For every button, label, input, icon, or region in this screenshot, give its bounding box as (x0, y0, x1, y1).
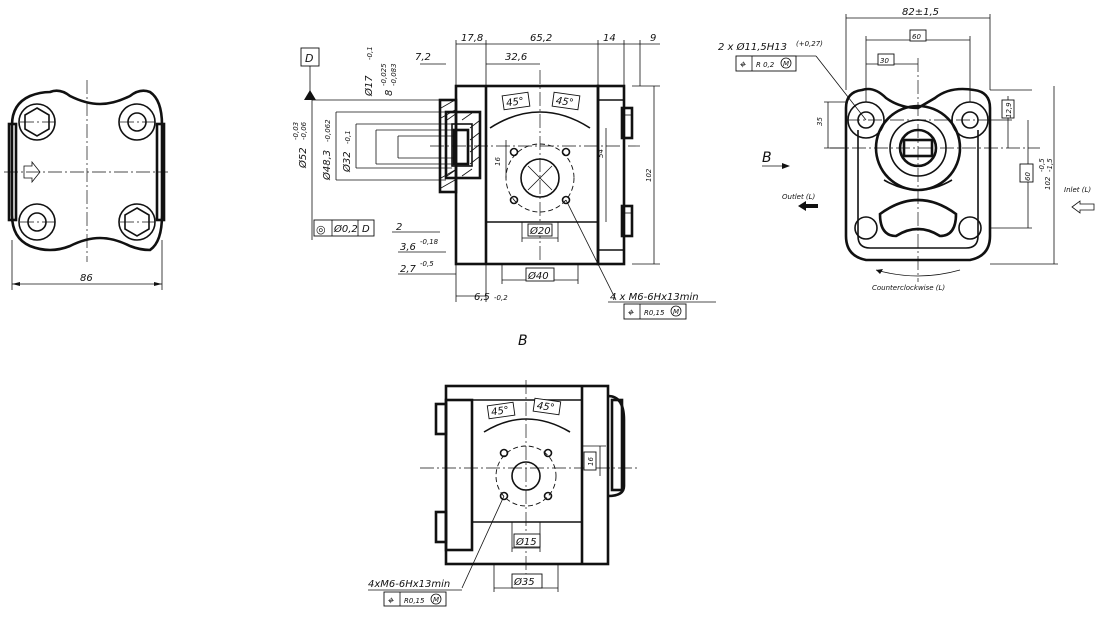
left-view: 86 (4, 80, 168, 290)
view-letter-b: B (762, 150, 772, 166)
bottom-angle-right: 45° (536, 401, 555, 414)
dim-65-2: 65,2 (530, 33, 552, 44)
dim-phi32-tol: -0,1 (344, 130, 352, 144)
dim-phi52-tol-up: -0,03 (292, 122, 300, 140)
bottom-pos-value: R0,15 (404, 597, 425, 605)
pos-symbol-right: ⌖ (739, 58, 746, 71)
dim-phi40: Ø40 (527, 270, 549, 282)
holes-tol: (+0,27) (796, 40, 823, 48)
dim-2: 2 (396, 222, 402, 233)
front-view: 17,8 65,2 14 9 7,2 32,6 45° 45° D Ø17 -0… (292, 33, 716, 320)
bottom-phi35: Ø35 (513, 576, 535, 588)
dim-phi17-tol: -0,1 (366, 46, 374, 60)
dim-7-2: 7,2 (415, 52, 431, 63)
rotation-label: Counterclockwise (L) (872, 284, 945, 292)
dim-17-8: 17,8 (461, 33, 483, 44)
bottom-phi15: Ø15 (515, 536, 537, 548)
dim-60-vertical: 60 (1024, 172, 1032, 181)
dim-14: 14 (603, 33, 616, 44)
datum-d: D (305, 52, 313, 65)
section-hatch (440, 99, 480, 189)
bottom-view-title: B (518, 333, 528, 349)
dim-phi32: Ø32 (341, 151, 353, 173)
dim-phi48-tol: -0,062 (324, 119, 332, 142)
pos-mod-front: M (673, 308, 679, 316)
pos-value-right: R 0,2 (756, 61, 775, 69)
bottom-pos-symbol: ⌖ (387, 594, 394, 607)
thread-front: 4 x M6-6Hx13min (610, 292, 699, 303)
left-width-dim: 86 (80, 273, 93, 284)
dim-phi48: Ø48,3 (321, 150, 333, 181)
angle-right-box: 45° (555, 96, 574, 109)
bottom-pos-mod: M (433, 596, 439, 604)
pos-symbol-front: ⌖ (627, 306, 634, 319)
conc-datum: D (362, 224, 370, 235)
dim-2-7-tol: -0,5 (420, 260, 434, 268)
pos-mod-right: M (783, 60, 789, 68)
dim-8-tol-up: -0,025 (380, 63, 388, 86)
bottom-dim-16: 16 (587, 457, 595, 466)
dim-9: 9 (650, 33, 656, 44)
dim-phi52-tol-lo: -0,06 (300, 121, 308, 140)
holes-callout: 2 x Ø11,5H13 (718, 41, 787, 53)
dim-2-7: 2,7 (400, 264, 417, 275)
bottom-angle-left: 45° (491, 405, 510, 418)
dim-16-front: 16 (494, 157, 502, 166)
bottom-view: B 45° 45° 16 (368, 333, 640, 607)
dim-6-5: 6,5 (474, 292, 490, 303)
dim-6-5-tol: -0,2 (494, 294, 508, 302)
dim-phi17: Ø17 (363, 75, 375, 97)
dim-3-6-tol: -0,18 (420, 238, 439, 246)
dim-32-6: 32,6 (505, 52, 527, 63)
dim-12-9: 12,9 (1005, 102, 1013, 118)
dim-8: 8 (384, 90, 395, 96)
dim-102-right: 102 (1044, 176, 1052, 190)
dim-3-6: 3,6 (400, 242, 416, 253)
right-view: 82±1,5 60 30 2 x Ø11,5H13 (+0,27) ⌖ R 0,… (718, 7, 1095, 292)
dim-phi20: Ø20 (529, 225, 551, 237)
dim-35: 35 (816, 117, 824, 126)
conc-value: Ø0,2 (333, 223, 358, 235)
dim-30-top: 30 (880, 57, 889, 65)
conc-symbol: ◎ (316, 223, 326, 236)
dim-102-front: 102 (645, 168, 653, 182)
dim-60-top: 60 (912, 33, 921, 41)
dim-8-tol-lo: -0,083 (390, 63, 398, 86)
bottom-thread: 4xM6-6Hx13min (368, 579, 450, 590)
outlet-label: Outlet (L) (782, 193, 816, 201)
inlet-label: Inlet (L) (1064, 186, 1091, 194)
dim-102-right-tol-lo: -1,5 (1046, 158, 1054, 172)
dim-82: 82±1,5 (902, 7, 939, 18)
angle-left-box: 45° (506, 96, 525, 109)
dim-phi52: Ø52 (297, 147, 309, 169)
dim-54-front: 54 (597, 149, 605, 158)
dim-102-right-tol-up: -0,5 (1038, 158, 1046, 172)
pos-value-front: R0,15 (644, 309, 665, 317)
